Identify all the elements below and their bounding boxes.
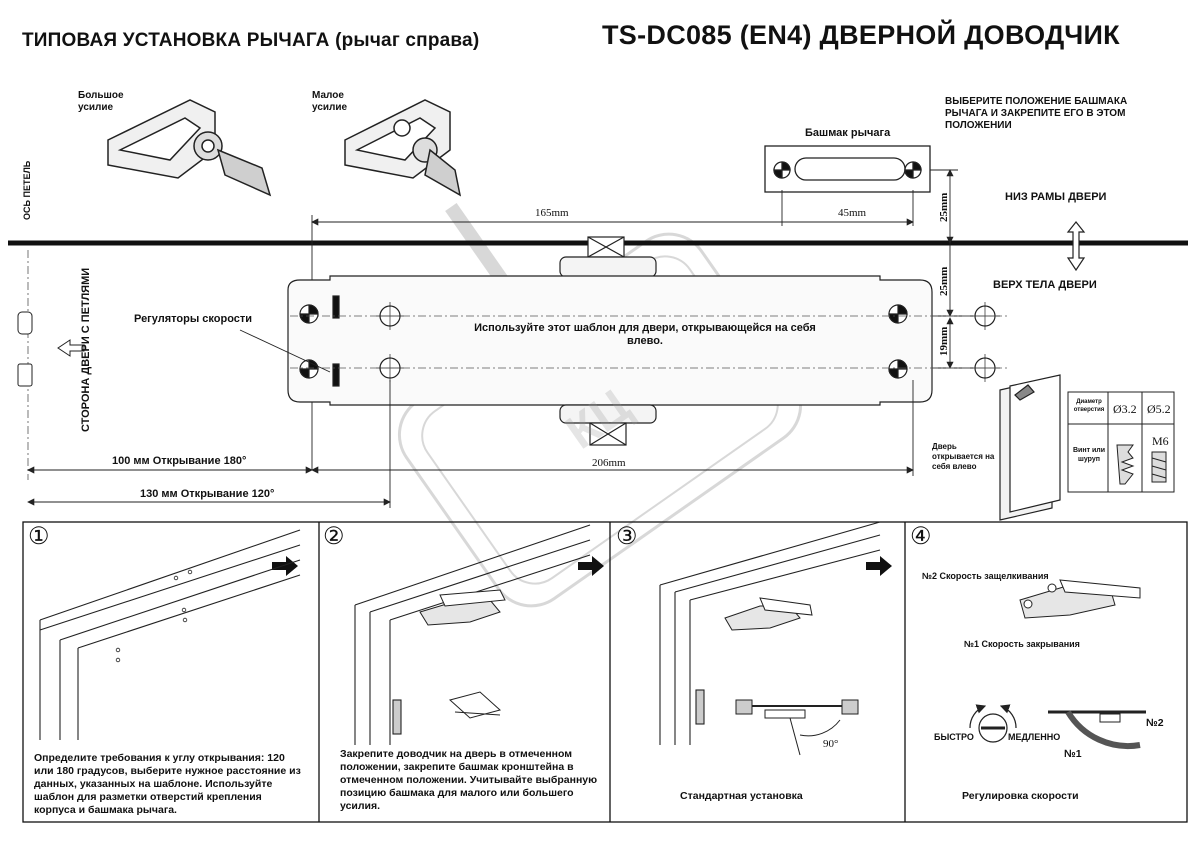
slow-label: МЕДЛЕННО [1008,732,1061,742]
dim-45: 45mm [838,207,867,219]
latch-speed-label: №2 Скорость защелкивания [922,571,1049,581]
door-note: Дверь открывается на себя влево [932,442,995,471]
step3-number: ③ [616,524,638,550]
step2-closer [419,589,506,719]
step2-text: Закрепите доводчик на дверь в отмеченном… [340,748,598,812]
step3-text: Стандартная установка [680,790,803,802]
open-120-label: 130 мм Открывание 120° [140,488,275,500]
step3-top-view [735,699,859,756]
step1-text: Определите требования к углу открывания:… [34,752,301,816]
dim-206: 206mm [592,457,626,469]
door-illustration [999,374,1061,521]
step3-closer [724,597,813,631]
hinge-axis-label: ОСЬ ПЕТЕЛЬ [22,160,32,220]
dim-165: 165mm [535,207,569,219]
mounting-holes [299,302,999,382]
diameter-header: Диаметр отверстия [1073,399,1105,413]
dim-19: 19mm [938,326,950,356]
diameter-5-2: Ø5.2 [1147,402,1171,416]
strong-force-arm-illustration [107,99,272,197]
arm-shoe-drawing [764,145,931,193]
shoe-instruction: ВЫБЕРИТЕ ПОЛОЖЕНИЕ БАШМАКА РЫЧАГА И ЗАКР… [945,96,1128,131]
frame-double-arrow [1066,221,1086,272]
step1-number: ① [28,524,50,550]
m6-label: M6 [1152,434,1169,448]
diameter-3-2: Ø3.2 [1113,402,1137,416]
closer-body-template [287,236,933,446]
open-180-label: 100 мм Открывание 180° [112,455,247,467]
shoe-label: Башмак рычага [805,127,891,139]
n2-label: №2 [1146,717,1164,729]
hinge-icons [17,311,85,387]
speed-dial-icon [969,704,1017,743]
n1-label: №1 [1064,748,1082,760]
step4-top-view [1048,710,1146,750]
weak-force-label: Малое усилие [312,90,348,113]
bolt-icon [1151,451,1167,483]
template-note: Используйте этот шаблон для двери, откры… [474,322,816,347]
next-step-arrows [272,556,892,576]
dim-25-bottom: 25mm [938,266,950,296]
step4-closer-detail [1019,579,1141,619]
close-speed-label: №1 Скорость закрывания [964,639,1080,649]
right-title: TS-DC085 (EN4) ДВЕРНОЙ ДОВОДЧИК [602,20,1120,50]
step3-door-frame [659,521,881,745]
strong-force-label: Большое усилие [78,90,124,113]
speed-regulators-label: Регуляторы скорости [134,313,253,325]
step1-marks [115,569,193,663]
step1-door-frame [39,529,301,740]
left-title: ТИПОВАЯ УСТАНОВКА РЫЧАГА (рычаг справа) [22,30,480,51]
step4-number: ④ [910,524,932,550]
fast-label: БЫСТРО [934,732,974,742]
step4-text: Регулировка скорости [962,790,1079,802]
step2-door-frame [354,524,591,745]
hinge-side-label: СТОРОНА ДВЕРИ С ПЕТЛЯМИ [80,267,92,432]
step3-angle: 90° [823,738,839,750]
frame-bottom-label: НИЗ РАМЫ ДВЕРИ [1005,191,1107,203]
screw-icon [1116,444,1135,485]
weak-force-arm-illustration [344,99,462,197]
step2-number: ② [323,524,345,550]
screw-header: Винт или шуруп [1072,447,1105,463]
door-top-label: ВЕРХ ТЕЛА ДВЕРИ [993,279,1097,291]
dim-25-top: 25mm [938,192,950,222]
